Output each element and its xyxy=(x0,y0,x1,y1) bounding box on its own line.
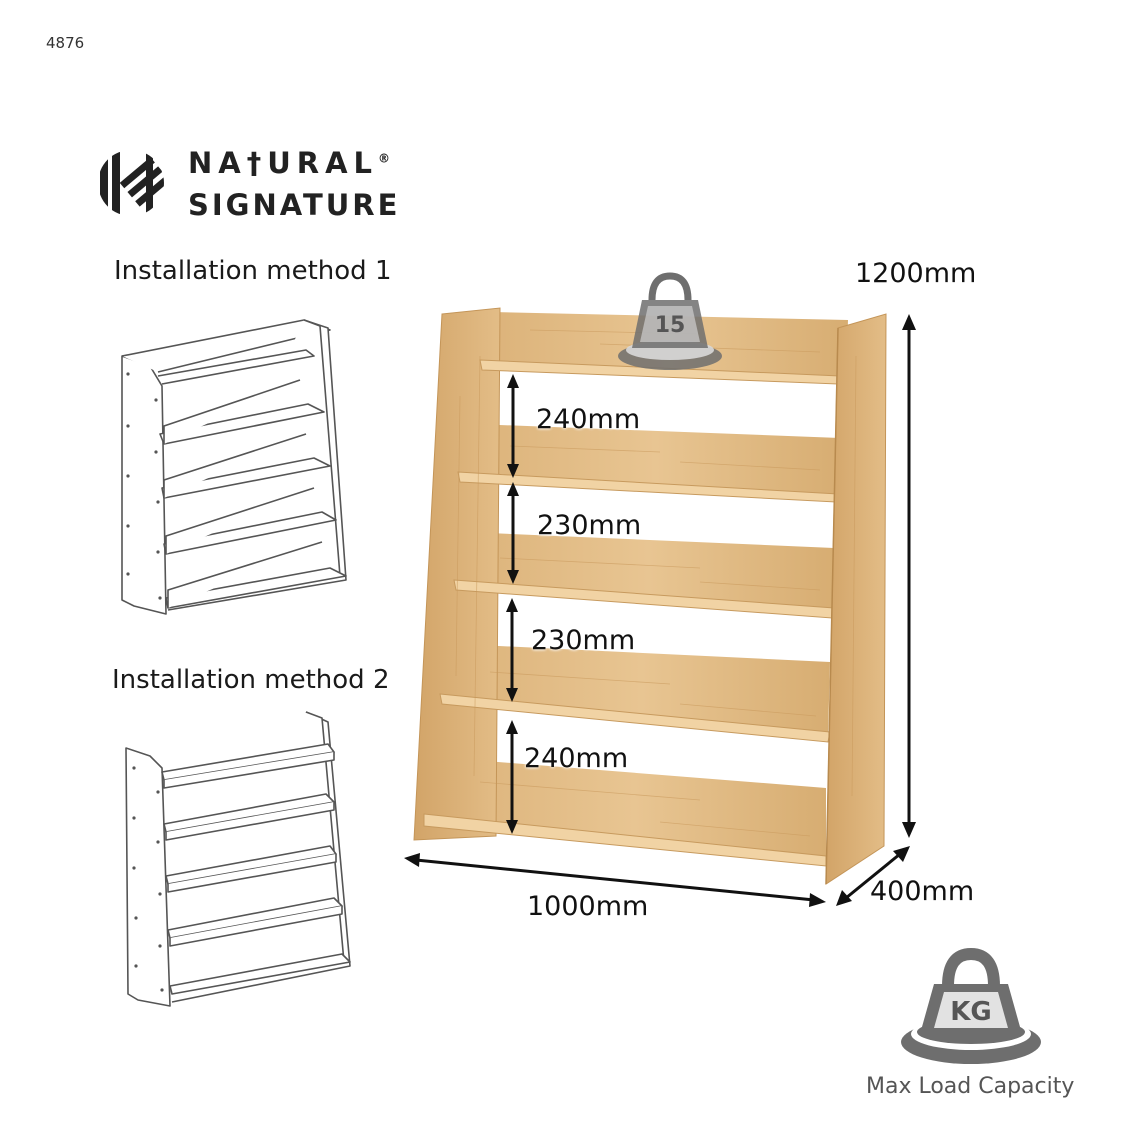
kg-label: KG xyxy=(950,997,992,1027)
height-dimension-label: 1200mm xyxy=(855,258,977,289)
shelf-gap-3-label: 230mm xyxy=(531,625,636,656)
per-shelf-weight-value: 15 xyxy=(655,313,686,338)
shelf-gap-2-label: 230mm xyxy=(537,510,642,541)
product-code: 4876 xyxy=(46,34,85,52)
installation-method-1-diagram xyxy=(121,319,347,615)
installation-method-2-diagram xyxy=(125,711,351,1007)
installation-method-2-label: Installation method 2 xyxy=(112,665,390,695)
shelf-gap-1-label: 240mm xyxy=(536,404,641,435)
max-load-kg-icon: KG xyxy=(901,947,1041,1064)
installation-method-1-label: Installation method 1 xyxy=(114,256,392,286)
width-dimension-label: 1000mm xyxy=(527,891,649,922)
max-load-caption: Max Load Capacity xyxy=(866,1074,1075,1099)
bookshelf-product-image xyxy=(413,307,887,885)
brand-logo-icon xyxy=(98,150,164,216)
brand-name-line2: SIGNATURE xyxy=(188,188,401,222)
depth-dimension-label: 400mm xyxy=(870,876,975,907)
brand-name-line1: NA†URAL® xyxy=(188,146,397,180)
shelf-gap-4-label: 240mm xyxy=(524,743,629,774)
per-shelf-weight-icon: 15 xyxy=(618,272,722,370)
